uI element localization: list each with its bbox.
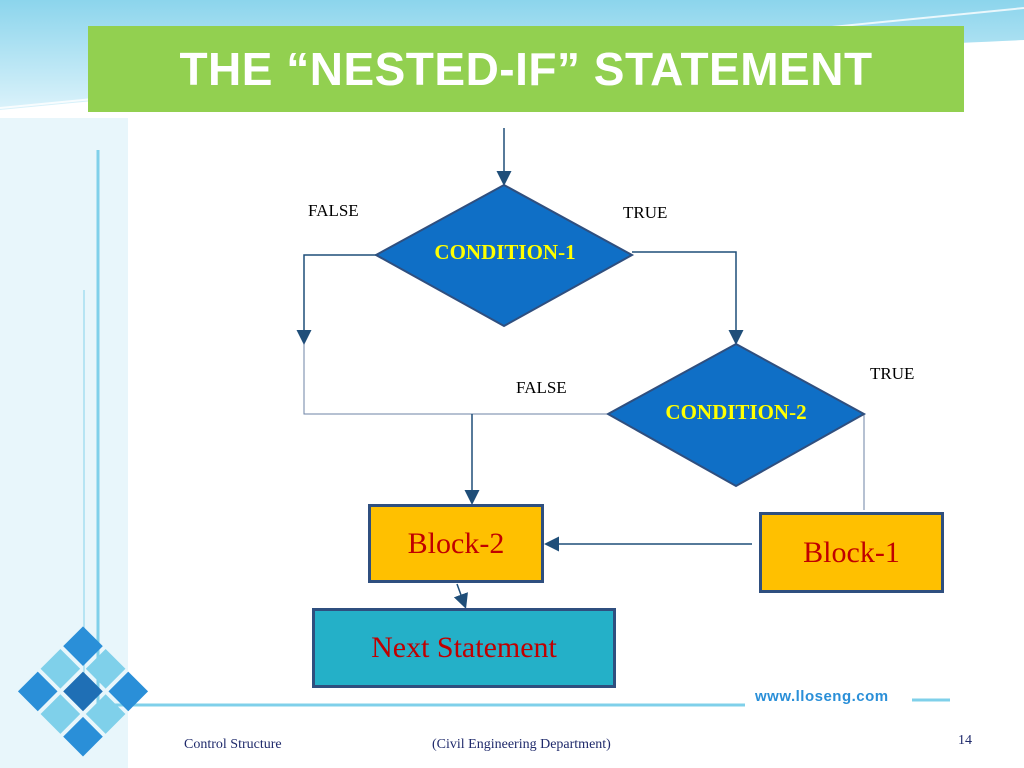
block2-to-next-arrow: [453, 583, 468, 609]
block1-text: Block-1: [803, 535, 900, 569]
condition2-true-label: TRUE: [870, 364, 915, 383]
footer-center: (Civil Engineering Department): [432, 737, 611, 752]
condition1-text: CONDITION-1: [434, 240, 576, 264]
block2-text: Block-2: [407, 526, 505, 560]
condition2-text: CONDITION-2: [665, 400, 807, 424]
footer-left: Control Structure: [184, 737, 282, 752]
condition1-true-line: [632, 251, 744, 345]
condition1-false-label: FALSE: [308, 201, 359, 220]
condition1-false-line-continue: [303, 342, 608, 415]
condition1-true-label: TRUE: [623, 203, 668, 222]
next-statement-box: Next Statement: [312, 608, 616, 688]
condition1-diamond: [373, 183, 635, 328]
website-url: www.lloseng.com: [755, 688, 889, 705]
block2-box: Block-2: [368, 504, 544, 583]
title-banner: THE “NESTED-IF” STATEMENT: [88, 26, 964, 112]
condition2-false-label: FALSE: [516, 378, 567, 397]
block1-box: Block-1: [759, 512, 944, 593]
page-number: 14: [958, 733, 972, 748]
next-statement-text: Next Statement: [371, 631, 557, 664]
condition1-false-line: [296, 254, 376, 345]
condition2-diamond: [605, 342, 867, 488]
slide-title: THE “NESTED-IF” STATEMENT: [179, 43, 873, 95]
